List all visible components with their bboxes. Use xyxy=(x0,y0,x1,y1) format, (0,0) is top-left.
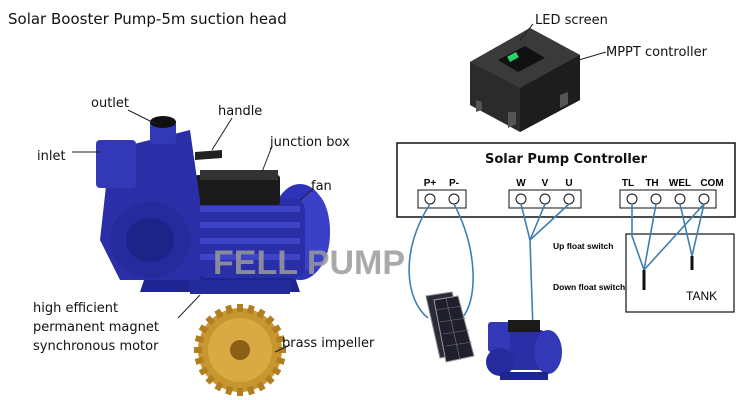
impeller-tooth xyxy=(275,356,286,365)
controller-leader-lines xyxy=(519,23,607,63)
impeller-tooth xyxy=(264,374,275,385)
label-brass-impeller: brass impeller xyxy=(282,336,375,351)
label-outlet: outlet xyxy=(91,96,129,111)
impeller-tooth xyxy=(225,304,234,315)
solar-panels-illustration xyxy=(425,291,475,363)
controller-box-title: Solar Pump Controller xyxy=(485,152,648,167)
impeller-tooth xyxy=(246,385,255,396)
impeller-tooth xyxy=(246,304,255,315)
sensor-terminal-block xyxy=(619,189,717,209)
sensor-wires xyxy=(631,203,705,271)
pump-leader-lines xyxy=(72,109,313,353)
impeller-tooth xyxy=(256,308,266,319)
label-tank: TANK xyxy=(686,289,717,303)
impeller-tooth xyxy=(205,315,216,326)
terminal-label-p-plus: P+ xyxy=(424,178,437,189)
float-switch-rods xyxy=(642,256,694,290)
impeller-tooth xyxy=(194,335,205,344)
impeller-tooth xyxy=(198,324,209,334)
terminal-label-v: V xyxy=(542,178,549,189)
booster-pump-illustration xyxy=(96,116,330,294)
terminal-label-tl: TL xyxy=(622,178,634,189)
label-down-float-switch: Down float switch xyxy=(553,282,625,292)
label-motor-line2: permanent magnet xyxy=(33,320,159,335)
label-junction-box: junction box xyxy=(269,135,350,150)
terminal-label-p-minus: P- xyxy=(449,178,459,189)
terminal-label-com: COM xyxy=(700,178,723,189)
page-title: Solar Booster Pump-5m suction head xyxy=(8,10,287,28)
tank-box xyxy=(625,233,735,313)
impeller-tooth xyxy=(237,388,243,396)
impeller-tooth xyxy=(225,385,234,396)
small-pump-illustration xyxy=(486,320,562,380)
impeller-tooth xyxy=(271,366,282,376)
power-wires xyxy=(408,203,474,319)
label-inlet: inlet xyxy=(37,149,66,164)
label-motor-line3: synchronous motor xyxy=(33,339,159,354)
impeller-tooth xyxy=(278,347,286,353)
impeller-tooth xyxy=(271,324,282,334)
label-up-float-switch: Up float switch xyxy=(553,241,613,251)
impeller-tooth xyxy=(194,356,205,365)
terminal-label-wel: WEL xyxy=(669,178,691,189)
impeller-tooth xyxy=(214,381,224,392)
label-handle: handle xyxy=(218,104,262,119)
brass-impeller-illustration xyxy=(194,304,286,396)
terminal-label-w: W xyxy=(516,178,526,189)
label-motor-line1: high efficient xyxy=(33,301,118,316)
label-mppt-controller: MPPT controller xyxy=(606,45,708,60)
impeller-tooth xyxy=(205,374,216,385)
impeller-tooth xyxy=(264,315,275,326)
label-led-screen: LED screen xyxy=(535,13,608,28)
impeller-tooth xyxy=(198,366,209,376)
impeller-tooth xyxy=(237,304,243,312)
impeller-tooth xyxy=(275,335,286,344)
terminal-label-u: U xyxy=(565,178,572,189)
impeller-tooth xyxy=(214,308,224,319)
watermark-text: FELL PUMP xyxy=(213,244,405,282)
label-fan: fan xyxy=(311,179,332,194)
terminal-label-th: TH xyxy=(645,178,658,189)
motor-wires xyxy=(520,203,570,331)
mppt-controller-illustration xyxy=(470,28,580,132)
impeller-tooth xyxy=(194,347,202,353)
impeller-tooth xyxy=(256,381,266,392)
